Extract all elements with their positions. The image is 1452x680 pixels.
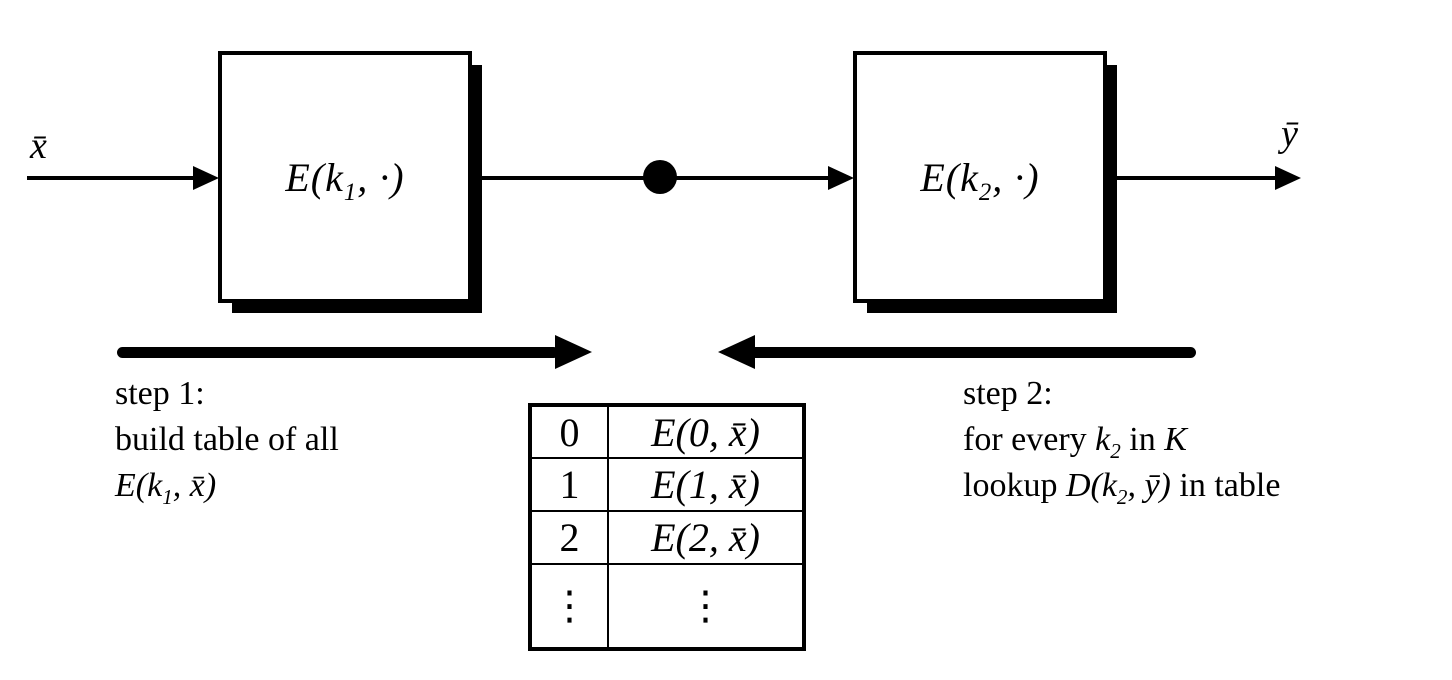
step2-line2-mid: in: [1120, 421, 1165, 458]
table-key-cell: 2: [529, 510, 609, 565]
step1-arrow-body: [117, 347, 559, 358]
step1-line2: build table of all: [115, 421, 339, 458]
step2-key: k: [1095, 421, 1111, 458]
step1-formula: E(k1, x̄): [115, 463, 339, 509]
step2-keyspace-symbol: K: [1164, 421, 1187, 458]
step2-formula-post: , ȳ): [1127, 467, 1171, 504]
lookup-table: 0 E(0, x̄) 1 E(1, x̄) 2 E(2, x̄) ⋮ ⋮: [528, 403, 806, 651]
step2-formula-sub: 2: [1116, 484, 1128, 509]
table-row: 0 E(0, x̄): [529, 404, 805, 459]
step2-arrow-body: [750, 347, 1196, 358]
step1-title: step 1:: [115, 375, 205, 412]
step1-formula-sub: 1: [162, 484, 173, 509]
table-value-cell-ellipsis: ⋮: [607, 563, 805, 650]
encryption-box-2-label: E(k2, ·): [920, 154, 1040, 205]
step1-formula-pre: E(k: [115, 467, 163, 504]
table-row: ⋮ ⋮: [529, 563, 805, 650]
step1-arrowhead-icon: [555, 335, 592, 369]
table-value-cell: E(0, x̄): [607, 404, 805, 459]
box1-label-pre: E(k: [285, 154, 344, 200]
table-key-cell: 1: [529, 457, 609, 512]
table-row: 2 E(2, x̄): [529, 510, 805, 565]
step2-line2: for every k2 in K: [963, 417, 1280, 463]
step2-title: step 2:: [963, 375, 1053, 412]
encryption-box-1-label: E(k1, ·): [285, 154, 405, 205]
step2-line3-prefix: lookup: [963, 467, 1066, 504]
encryption-box-2: E(k2, ·): [853, 51, 1107, 303]
output-label: ȳ: [1281, 113, 1298, 155]
encryption-box-1: E(k1, ·): [218, 51, 472, 303]
step1-formula-post: , x̄): [172, 467, 217, 504]
box2-label-post: , ·): [992, 154, 1040, 200]
step2-line3: lookup D(k2, ȳ) in table: [963, 463, 1280, 509]
junction-dot-icon: [643, 160, 677, 194]
output-arrowhead-icon: [1275, 166, 1301, 190]
table-key-cell-ellipsis: ⋮: [529, 563, 609, 650]
step2-line2-prefix: for every: [963, 421, 1096, 458]
step2-annotation: step 2: for every k2 in K lookup D(k2, ȳ…: [963, 371, 1280, 509]
step2-formula-pre: D(k: [1065, 467, 1117, 504]
step2-line3-suffix: in table: [1170, 467, 1281, 504]
step2-arrowhead-icon: [718, 335, 755, 369]
table-value-cell: E(1, x̄): [607, 457, 805, 512]
step1-annotation: step 1: build table of all E(k1, x̄): [115, 371, 339, 509]
input-arrow-line: [27, 176, 194, 180]
table-key-cell: 0: [529, 404, 609, 459]
output-arrow-line: [1107, 176, 1275, 180]
box1-label-post: , ·): [357, 154, 405, 200]
table-row: 1 E(1, x̄): [529, 457, 805, 512]
box1-label-sub: 1: [343, 178, 358, 206]
step2-key-sub: 2: [1110, 438, 1121, 463]
middle-arrowhead-icon: [828, 166, 854, 190]
input-arrowhead-icon: [193, 166, 219, 190]
table-value-cell: E(2, x̄): [607, 510, 805, 565]
input-label: x̄: [30, 125, 47, 167]
box2-label-sub: 2: [978, 178, 993, 206]
box2-label-pre: E(k: [920, 154, 979, 200]
